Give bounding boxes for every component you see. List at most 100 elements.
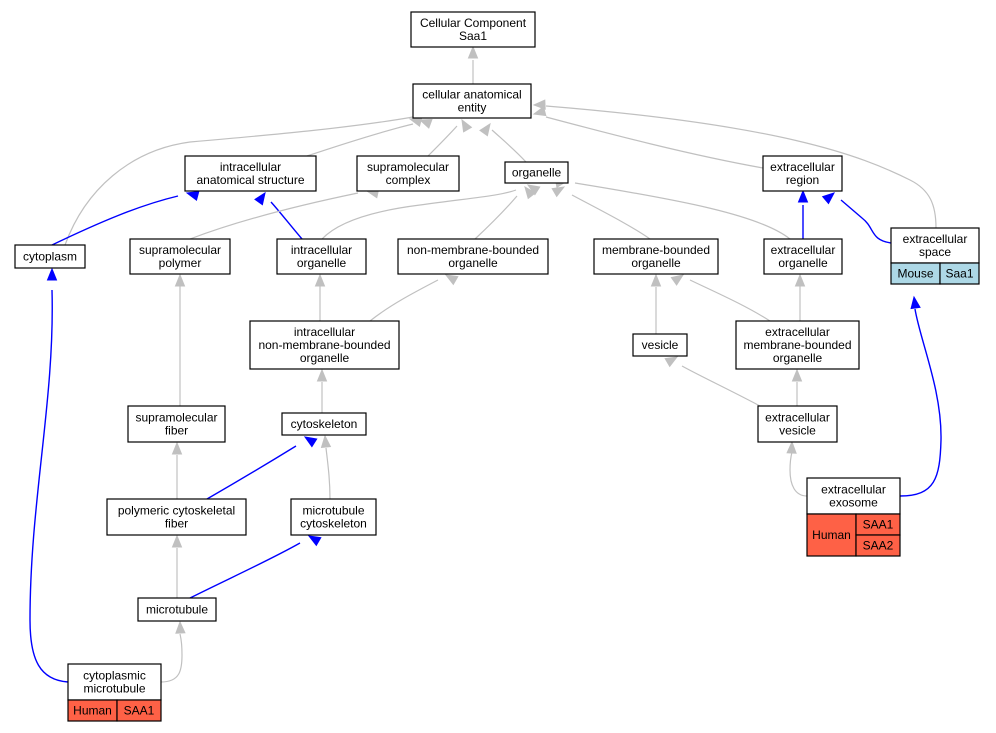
edge-exv-exso [789,451,808,497]
arrowhead-18 [650,273,662,287]
arrowhead-1 [418,118,433,129]
node-label-line: microtubule [83,682,145,696]
edge-ias-cyt [51,195,179,246]
arrowhead-0 [467,45,479,59]
arrowhead-30 [171,534,183,548]
edge-org-nmb [474,195,518,240]
edge-cyt-cmt [29,289,69,683]
node-box [290,498,377,536]
edge-csk-pcf [206,445,297,500]
gene-cell [939,262,980,285]
arrowhead-15 [821,192,836,205]
node-label-line: intracellular [291,243,352,257]
node-label-line: cytoskeleton [300,517,367,531]
node-label-line: organelle [512,166,562,180]
node-label-line: cellular anatomical [422,88,521,102]
node-box [632,333,688,357]
species-label: Human [73,704,112,718]
arrowhead-29 [910,295,921,310]
gene-cell [855,534,901,557]
node-label-line: entity [458,101,487,115]
arrowhead-22 [316,368,328,382]
arrowhead-16 [314,273,326,287]
node-label-line: organelle [778,256,828,270]
node-label-line: organelle [297,256,347,270]
node-box [735,320,860,370]
node-label-line: vesicle [779,424,816,438]
node-box [184,155,317,192]
arrowhead-6 [532,99,546,110]
node-csk[interactable]: cytoskeleton [281,412,367,436]
node-box [14,244,86,269]
edge-ves-exv [681,365,761,407]
node-label-line: region [786,173,819,187]
node-label-line: exosome [829,496,878,510]
node-label-line: membrane-bounded [602,243,710,257]
edge-exr-exs [840,199,892,244]
node-inmb[interactable]: intracellularnon-membrane-boundedorganel… [249,320,400,370]
gene-label: Saa1 [945,267,973,281]
gene-cell [116,699,162,722]
node-label-line: fiber [165,424,188,438]
node-label-line: vesicle [642,338,679,352]
node-label-line: organelle [773,351,823,365]
arrowhead-11 [524,185,537,200]
node-box [757,405,838,443]
edges-layer [29,45,942,683]
species-label: Mouse [897,267,933,281]
arrowhead-23 [664,356,679,368]
edge-org-mbo [571,194,651,240]
node-label-line: extracellular [770,160,835,174]
gene-label: SAA1 [863,518,894,532]
arrowhead-19 [670,274,685,286]
arrowhead-25 [171,441,183,455]
node-label-line: space [919,245,951,259]
node-label-line: extracellular [771,243,836,257]
node-mt[interactable]: microtubule [137,597,217,622]
node-label-line: extracellular [903,232,968,246]
node-box [356,155,460,192]
node-label-line: extracellular [765,411,830,425]
arrowhead-28 [786,440,797,454]
node-label-line: supramolecular [135,411,217,425]
arrowhead-24 [791,368,803,382]
edge-cae-org [491,129,527,163]
node-label-line: fiber [165,517,188,531]
node-ves[interactable]: vesicle [632,333,688,357]
node-label-line: polymeric cytoskeletal [118,504,235,518]
node-box [504,161,569,184]
arrowhead-3 [479,122,491,137]
node-org[interactable]: organelle [504,161,569,184]
arrowhead-7 [185,190,200,202]
node-box [129,238,231,275]
node-cyt[interactable]: cytoplasm [14,244,86,269]
arrowhead-14 [797,189,809,203]
node-label-line: polymer [159,256,202,270]
edge-org-iorg [321,189,517,240]
edge-smc-smp [189,192,359,240]
node-box [412,83,532,119]
species-label: Human [812,528,851,542]
arrowhead-32 [175,620,186,634]
